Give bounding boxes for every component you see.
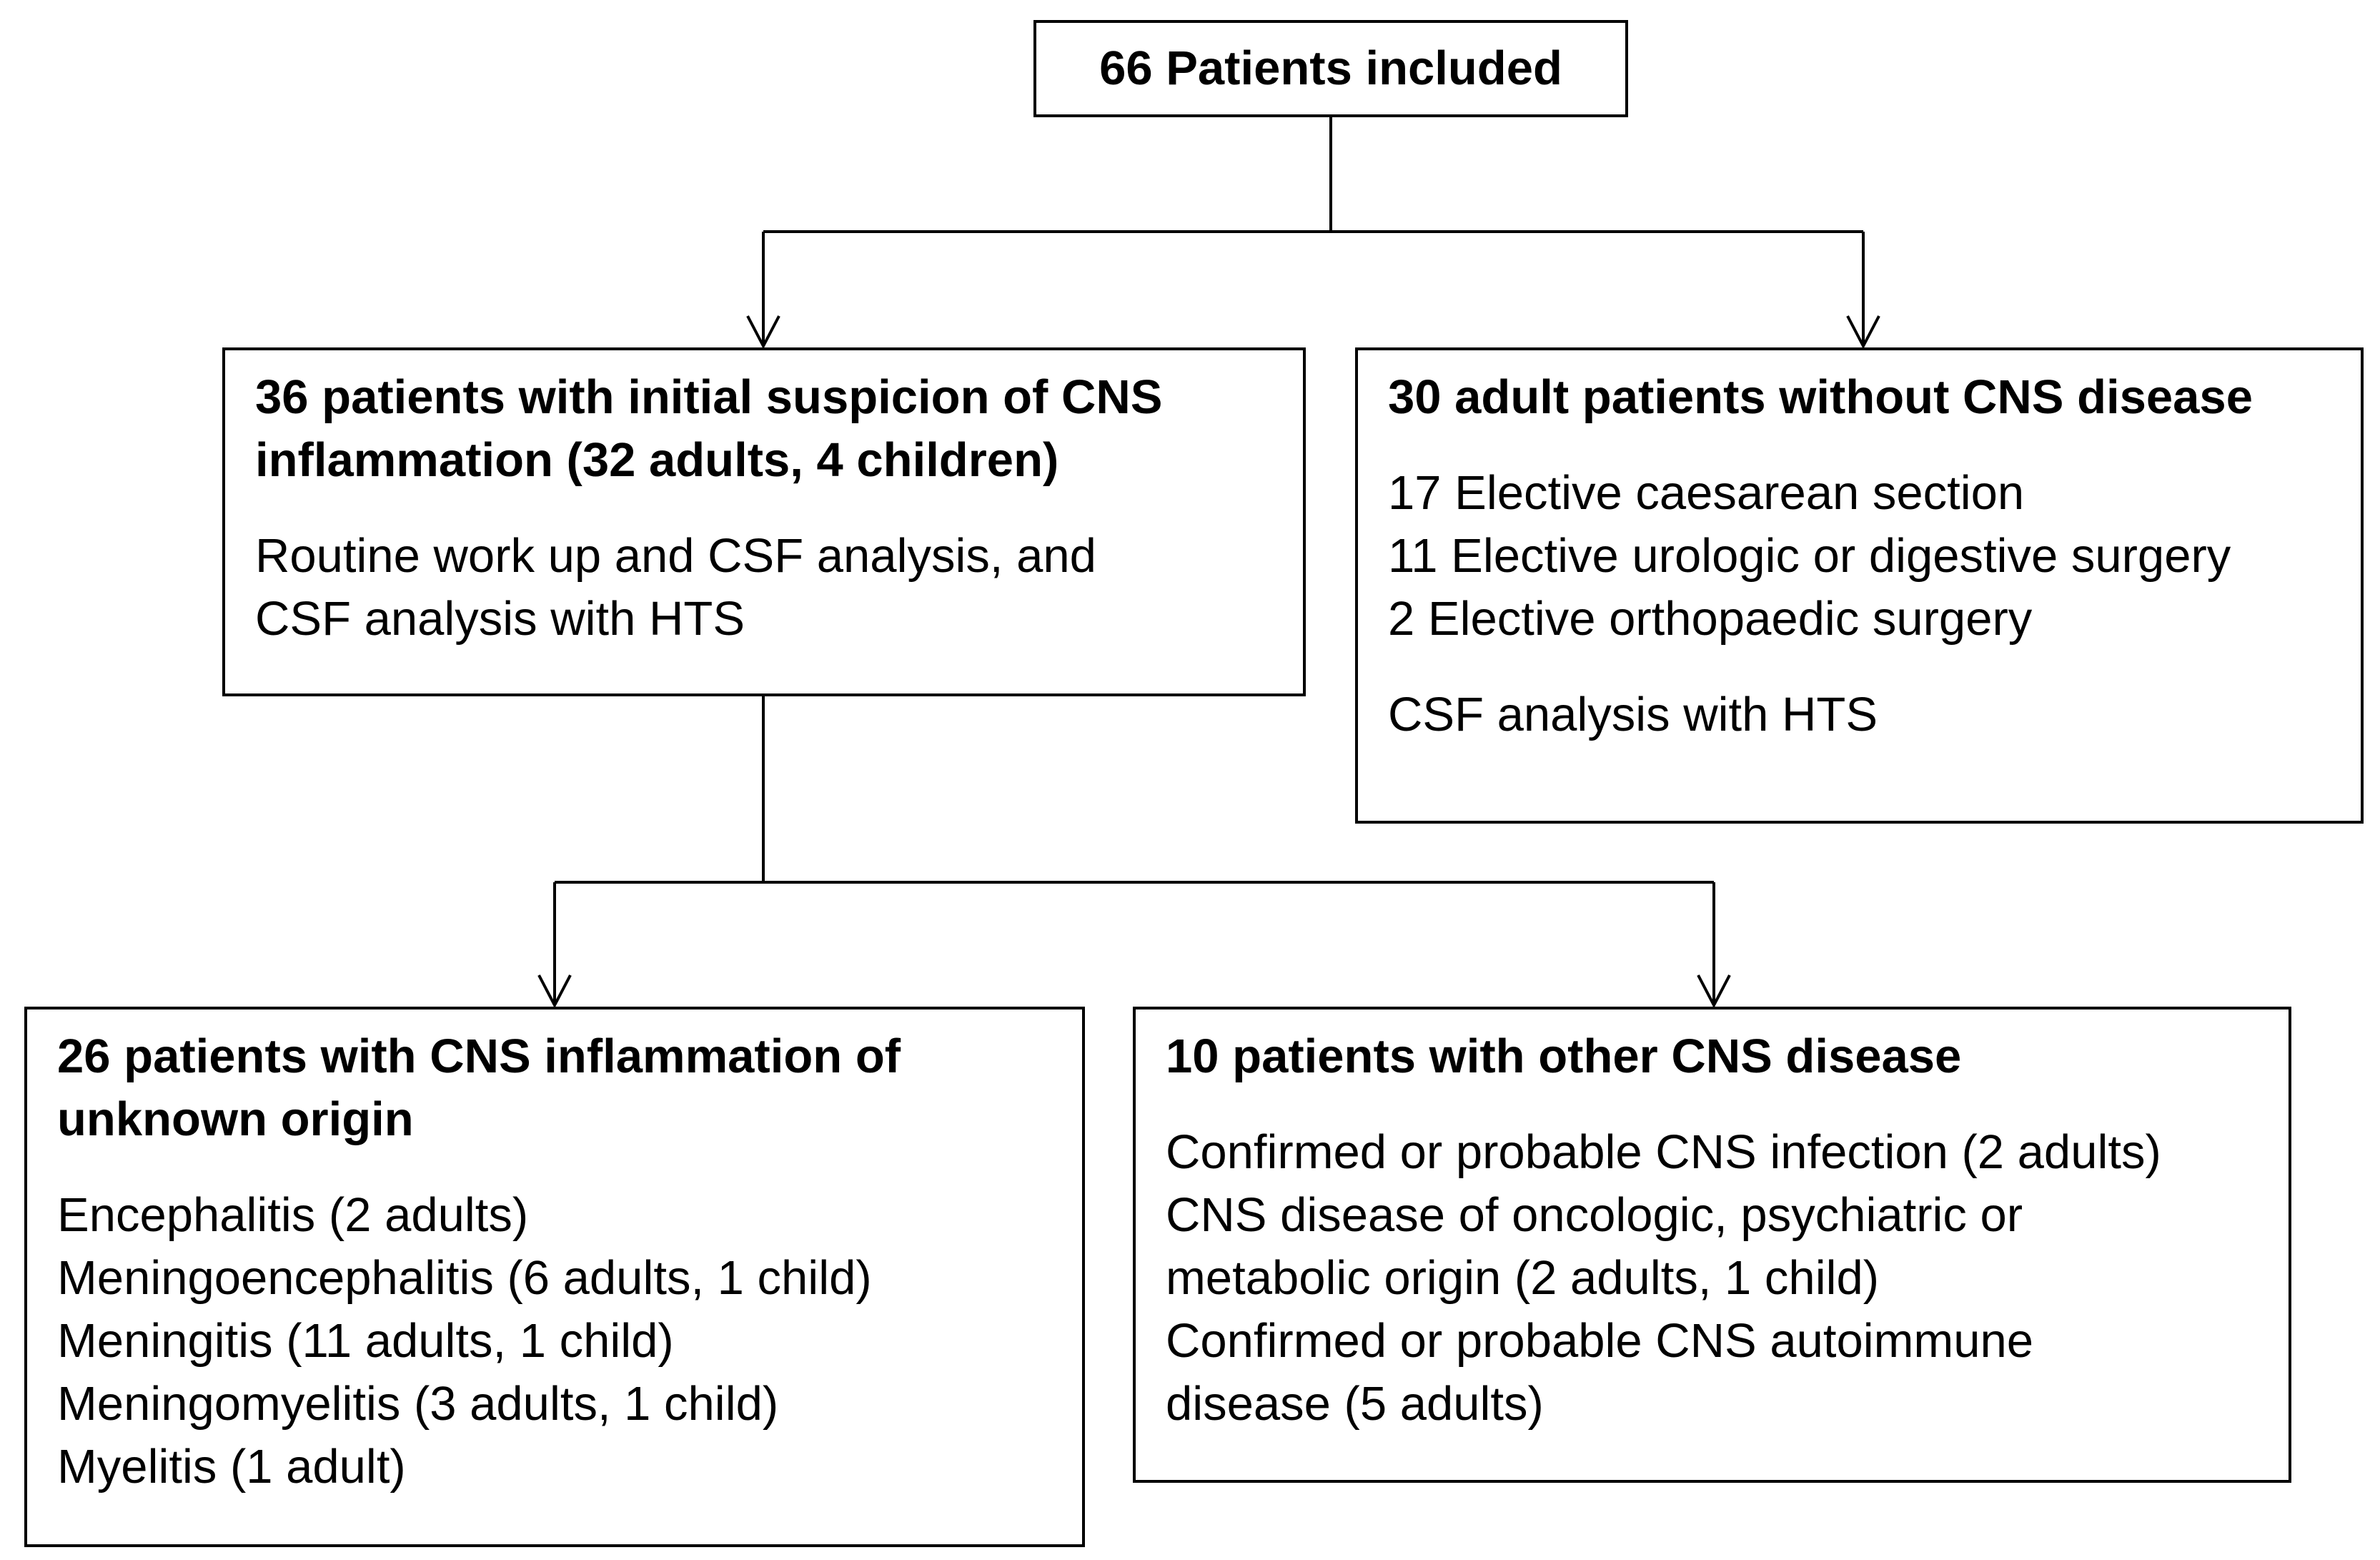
arrowhead-to-no-cns (1846, 315, 1880, 350)
no-cns-disease-box: 30 adult patients without CNS disease 17… (1355, 347, 2364, 824)
no-cns-footer: CSF analysis with HTS (1388, 688, 1878, 741)
cns-suspicion-title-line-2: inflammation (32 adults, 4 children) (255, 433, 1059, 487)
other-cns-line: CNS disease of oncologic, psychiatric or (1166, 1188, 2023, 1242)
patients-included-box: 66 Patients included (1033, 20, 1628, 117)
cns-suspicion-title-line-1: 36 patients with initial suspicion of CN… (255, 370, 1163, 424)
other-cns-disease-box: 10 patients with other CNS disease Confi… (1133, 1007, 2291, 1483)
arrowhead-to-unknown (537, 974, 572, 1009)
other-cns-line: disease (5 adults) (1166, 1377, 1544, 1431)
no-cns-disease-title: 30 adult patients without CNS disease (1388, 370, 2253, 424)
unknown-origin-item: Encephalitis (2 adults) (57, 1188, 529, 1242)
patients-included-title: 66 Patients included (1099, 41, 1562, 95)
no-cns-item: 2 Elective orthopaedic surgery (1388, 592, 2033, 646)
unknown-origin-item: Myelitis (1 adult) (57, 1440, 406, 1494)
cns-suspicion-body-line-2: CSF analysis with HTS (255, 592, 745, 646)
unknown-origin-title-line-2: unknown origin (57, 1092, 414, 1146)
other-cns-line: Confirmed or probable CNS infection (2 a… (1166, 1125, 2161, 1179)
unknown-origin-item: Meningoencephalitis (6 adults, 1 child) (57, 1251, 872, 1305)
no-cns-item: 17 Elective caesarean section (1388, 466, 2025, 520)
cns-suspicion-box: 36 patients with initial suspicion of CN… (222, 347, 1306, 696)
unknown-origin-title-line-1: 26 patients with CNS inflammation of (57, 1030, 901, 1083)
unknown-origin-item: Meningitis (11 adults, 1 child) (57, 1314, 674, 1368)
other-cns-disease-title: 10 patients with other CNS disease (1166, 1030, 1962, 1083)
unknown-origin-box: 26 patients with CNS inflammation of unk… (24, 1007, 1085, 1547)
arrowhead-to-other (1697, 974, 1731, 1009)
unknown-origin-item: Meningomyelitis (3 adults, 1 child) (57, 1377, 779, 1431)
no-cns-item: 11 Elective urologic or digestive surger… (1388, 529, 2231, 583)
arrowhead-to-suspicion (746, 315, 780, 350)
other-cns-line: metabolic origin (2 adults, 1 child) (1166, 1251, 1880, 1305)
cns-suspicion-body-line-1: Routine work up and CSF analysis, and (255, 529, 1096, 583)
other-cns-line: Confirmed or probable CNS autoimmune (1166, 1314, 2034, 1368)
